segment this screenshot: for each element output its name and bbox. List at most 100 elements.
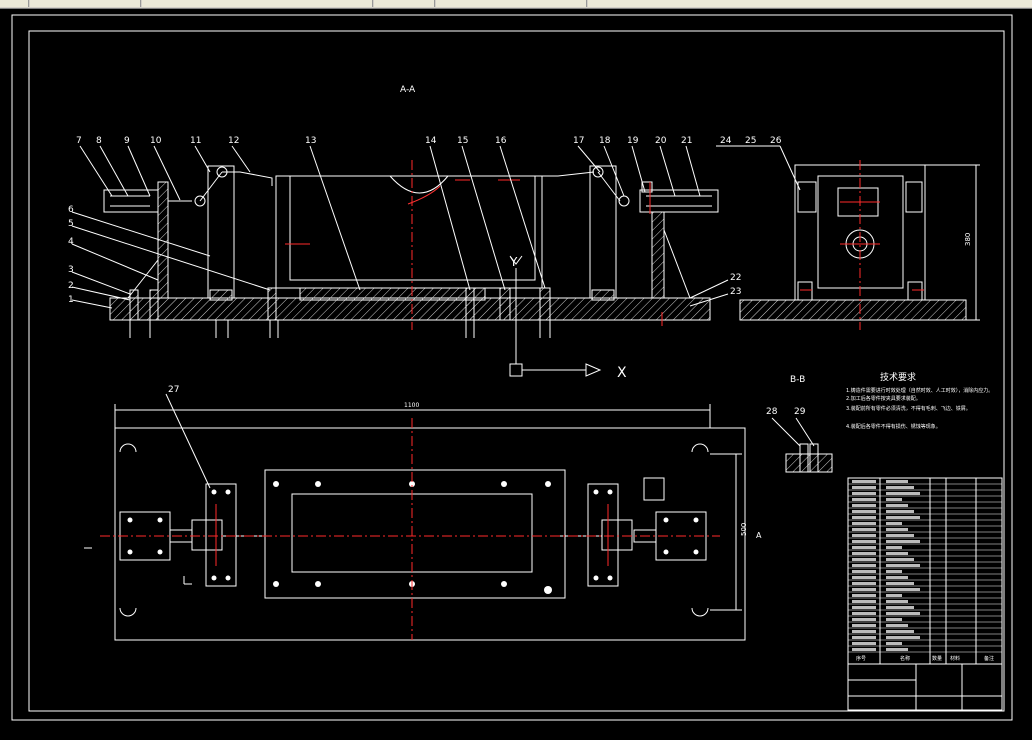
toolbar-segment[interactable] [142,0,373,7]
axis-y-label: Y [509,255,518,269]
svg-text:14: 14 [425,136,437,146]
svg-text:22: 22 [730,273,741,283]
svg-text:6: 6 [68,205,74,215]
parts-list-entry-mark [852,480,876,483]
parts-list-entry-mark [886,618,902,621]
center-lines-aa [285,160,663,330]
parts-list-entry-mark [852,648,876,651]
view-bb [771,417,833,473]
svg-text:24: 24 [720,136,732,146]
workpiece-arc [389,175,449,194]
svg-text:2.加工后各零件按夹具要求装配。: 2.加工后各零件按夹具要求装配。 [846,395,921,402]
part-number-27: 27 [168,385,179,395]
title-block-headers: 序号 名称 数量 材料 备注 [856,655,994,662]
parts-list-entry-mark [886,636,920,639]
parts-list-entry-mark [852,600,876,603]
plan-holes [127,481,699,594]
parts-list-entry-mark [886,582,914,585]
parts-list-entry-mark [886,606,914,609]
side-view [739,164,980,321]
parts-list-entry-mark [852,546,876,549]
parts-list-entry-mark [886,570,902,573]
parts-list-entry-mark [886,492,920,495]
parts-list-entry-mark [886,534,914,537]
parts-list-entry-mark [852,498,876,501]
parts-list-entry-mark [886,624,908,627]
svg-text:2: 2 [68,281,74,291]
support-plate [299,287,486,301]
toolbar-segment[interactable] [588,0,1032,7]
right-bracket [589,165,617,299]
svg-text:序号: 序号 [856,655,866,662]
parts-list-entry-mark [852,576,876,579]
svg-text:18: 18 [599,136,611,146]
plan-view [84,404,746,641]
parts-list-entry-mark [886,504,908,507]
plan-base-plate [114,427,746,641]
workpiece-body [275,175,543,289]
parts-list-entry-mark [852,582,876,585]
parts-list-entry-mark [852,606,876,609]
part-numbers-bb: 28 29 [766,407,806,417]
parts-list-entry-mark [852,630,876,633]
right-side-plate [651,211,665,299]
parts-list-entry-mark [852,636,876,639]
plan-center-lines [100,418,720,640]
part-leaders-top [79,145,801,291]
cad-drawing-canvas[interactable]: A-A [0,9,1032,736]
svg-text:5: 5 [68,219,74,229]
parts-list-entry-mark [886,564,920,567]
svg-text:12: 12 [228,136,239,146]
part-numbers-top: 7 8 9 10 11 12 13 14 15 16 17 18 19 20 2… [76,136,782,146]
parts-list-entry-mark [886,552,908,555]
svg-text:1.铸造件需要进行时效处理（自然时效、人工时效），消除内应力: 1.铸造件需要进行时效处理（自然时效、人工时效），消除内应力。 [846,387,993,394]
axis-x-label: X [617,365,627,381]
parts-list-entry-mark [852,558,876,561]
parts-list-entry-mark [852,540,876,543]
section-mark-a: A [756,531,762,540]
parts-list-entry-mark [886,576,908,579]
parts-list-entry-mark [852,594,876,597]
toolbar-segment[interactable] [436,0,587,7]
parts-list-entry-mark [886,516,920,519]
parts-list-entry-mark [886,510,914,513]
parts-list-entry-mark [852,642,876,645]
parts-list-entry-mark [886,600,908,603]
part-leaders-left [71,211,271,309]
svg-text:19: 19 [627,136,639,146]
svg-text:28: 28 [766,407,778,417]
parts-list-entry-mark [852,486,876,489]
section-view-aa [103,165,719,338]
parts-list-entry-mark [886,546,902,549]
svg-text:15: 15 [457,136,468,146]
base-plate [109,297,711,321]
toolbar-segment[interactable] [0,0,29,7]
svg-text:17: 17 [573,136,584,146]
inner-frame [28,30,1005,712]
tech-req-lines: 1.铸造件需要进行时效处理（自然时效、人工时效），消除内应力。 2.加工后各零件… [846,387,993,430]
parts-list-entry-mark [886,528,908,531]
side-height-dimension: 380 [964,233,972,246]
svg-text:25: 25 [745,136,756,146]
toolbar-segment[interactable] [374,0,435,7]
parts-list-entry-mark [852,516,876,519]
parts-list-entry-mark [886,480,908,483]
toolbar-segment[interactable] [30,0,141,7]
parts-list-entry-mark [852,504,876,507]
svg-text:23: 23 [730,287,741,297]
left-cylinder [103,189,159,213]
parts-list-entry-mark [852,510,876,513]
svg-text:20: 20 [655,136,667,146]
svg-text:8: 8 [96,136,102,146]
parts-list-entry-mark [852,528,876,531]
parts-list-entry-mark [852,618,876,621]
application-toolbar [0,0,1032,9]
parts-list-rows [848,480,1002,653]
view-aa-label: A-A [400,85,416,95]
parts-list-entry-mark [852,534,876,537]
svg-text:名称: 名称 [900,655,910,662]
coordinate-axis [509,255,602,377]
parts-list-entry-mark [852,522,876,525]
part-numbers-right: 22 23 [730,273,741,297]
parts-list-entry-mark [886,642,902,645]
